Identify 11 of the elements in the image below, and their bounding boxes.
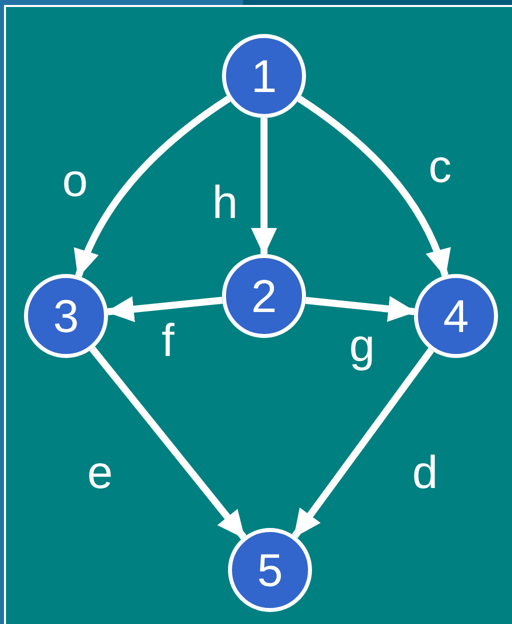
- arrow: [305, 296, 416, 322]
- edge-label: d: [412, 449, 438, 495]
- edge-label: f: [162, 317, 174, 363]
- edge-label: o: [62, 157, 88, 203]
- edge-label: h: [212, 179, 238, 225]
- arrow: [90, 346, 246, 540]
- edge-label: g: [349, 322, 375, 368]
- edge-label: c: [428, 143, 452, 189]
- arrow: [251, 118, 277, 256]
- arrow: [292, 348, 434, 538]
- edge-label: e: [87, 449, 113, 495]
